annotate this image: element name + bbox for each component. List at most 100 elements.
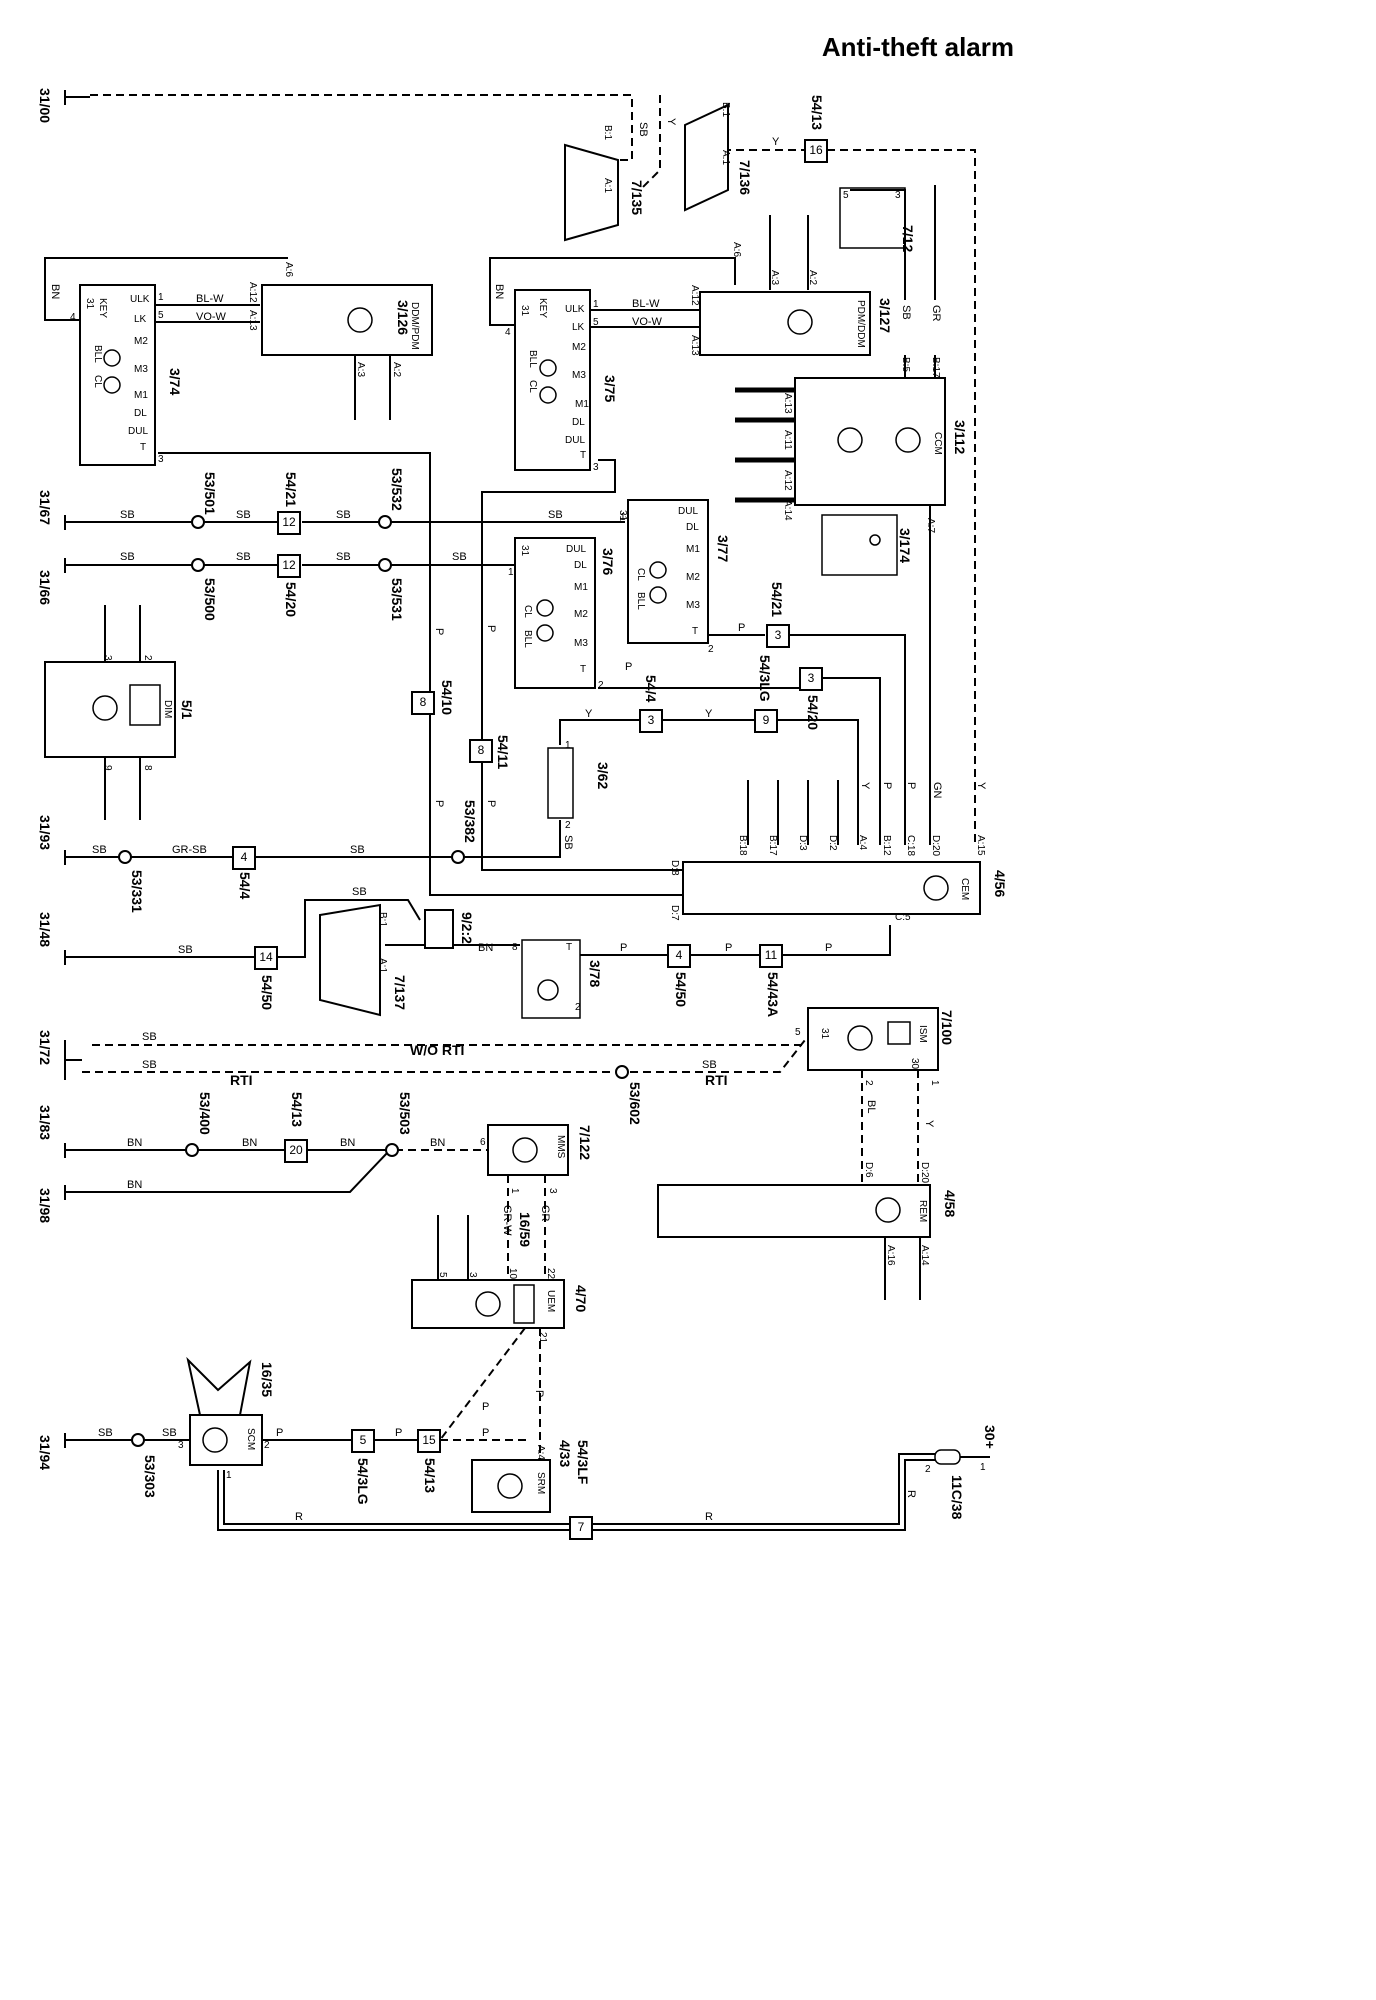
svg-text:BLL: BLL [527, 350, 538, 368]
cem-module: 4/56 CEM D:8 D:7 B:18 B:17 D:3 D:2 A:4 B… [669, 835, 1008, 923]
svg-text:P: P [485, 625, 497, 632]
svg-text:BL-W: BL-W [196, 293, 224, 305]
svg-text:P: P [905, 782, 917, 789]
svg-text:M1: M1 [575, 399, 589, 410]
svg-text:5/1: 5/1 [179, 700, 195, 720]
annotations: W/O RTI RTI RTI [230, 1042, 728, 1088]
svg-text:A:14: A:14 [919, 1245, 930, 1266]
svg-text:8: 8 [478, 743, 485, 757]
svg-text:SB: SB [637, 122, 649, 137]
svg-text:7/135: 7/135 [629, 180, 645, 215]
svg-text:B:17: B:17 [767, 835, 778, 856]
splice-53-500: 53/500 [191, 558, 218, 621]
svg-text:M2: M2 [686, 572, 700, 583]
svg-text:M2: M2 [574, 609, 588, 620]
svg-text:54/4: 54/4 [237, 872, 253, 899]
svg-text:2: 2 [142, 655, 153, 661]
svg-text:54/10: 54/10 [439, 680, 455, 715]
connector-54-21-3: 354/21 [766, 582, 790, 648]
svg-text:31/98: 31/98 [37, 1188, 53, 1223]
svg-text:53/501: 53/501 [202, 472, 218, 515]
svg-text:54/3LG: 54/3LG [355, 1458, 371, 1505]
svg-text:7/12: 7/12 [900, 225, 916, 252]
wo-rti-label: W/O RTI [410, 1042, 464, 1058]
svg-text:BL-W: BL-W [632, 298, 660, 310]
svg-text:SB: SB [562, 835, 574, 850]
svg-text:R: R [295, 1511, 303, 1523]
svg-text:11: 11 [765, 948, 778, 962]
svg-text:3/76: 3/76 [600, 548, 616, 575]
svg-text:A:13: A:13 [782, 393, 793, 414]
svg-text:7: 7 [578, 1520, 585, 1534]
svg-text:BLL: BLL [522, 630, 533, 648]
svg-text:BN: BN [478, 942, 493, 954]
ism-module: 7/100 ISM 5 31 2 30 1 [795, 1007, 955, 1086]
svg-text:1: 1 [509, 1188, 520, 1194]
svg-text:3/62: 3/62 [595, 762, 611, 789]
splice-53-532: 53/532 [378, 468, 405, 529]
svg-text:5: 5 [360, 1433, 367, 1447]
svg-text:LK: LK [572, 322, 585, 333]
svg-text:16: 16 [809, 143, 823, 157]
svg-text:A:7: A:7 [925, 518, 936, 533]
svg-text:2: 2 [925, 1464, 931, 1475]
diode-7-12: 7/12 5 3 [839, 187, 916, 252]
svg-text:KEY: KEY [97, 298, 108, 318]
svg-text:KEY: KEY [537, 298, 548, 318]
svg-text:P: P [881, 782, 893, 789]
lock-front-right-id: 3/75 [602, 375, 618, 402]
svg-text:D:6: D:6 [863, 1162, 874, 1178]
svg-text:54/13: 54/13 [809, 95, 825, 130]
svg-text:9: 9 [763, 713, 770, 727]
ground-31-48: 31/48 [37, 912, 82, 965]
svg-text:P: P [533, 1390, 545, 1397]
svg-text:GR: GR [930, 305, 942, 322]
svg-text:53/602: 53/602 [627, 1082, 643, 1125]
splice-53-331: 53/331 [118, 850, 145, 913]
svg-text:A:1: A:1 [720, 150, 731, 165]
svg-text:3/78: 3/78 [587, 960, 603, 987]
svg-text:P: P [825, 942, 832, 954]
ddm-module: 3/126 DDM/PDM A:6 A:12 A:13 A:3 A:2 [247, 262, 433, 377]
svg-text:M2: M2 [572, 342, 586, 353]
connector-54-4-4: 454/4 [232, 846, 256, 899]
svg-text:P: P [433, 800, 445, 807]
splice-53-303: 53/303 [131, 1433, 158, 1498]
svg-text:CL: CL [522, 605, 533, 618]
svg-text:A:16: A:16 [885, 1245, 896, 1266]
svg-text:DUL: DUL [565, 435, 585, 446]
svg-text:Y: Y [923, 1120, 935, 1128]
svg-text:BN: BN [127, 1179, 142, 1191]
svg-text:P: P [433, 628, 445, 635]
svg-text:SRM: SRM [535, 1472, 546, 1494]
ground-31-94: 31/94 [37, 1433, 82, 1470]
svg-text:D:2: D:2 [827, 835, 838, 851]
ground-31-72: 31/72 [37, 1030, 82, 1080]
svg-text:53/532: 53/532 [389, 468, 405, 511]
svg-text:SB: SB [178, 944, 193, 956]
svg-text:Y: Y [585, 708, 593, 720]
svg-text:54/50: 54/50 [259, 975, 275, 1010]
svg-text:P: P [276, 1427, 283, 1439]
svg-text:T: T [580, 664, 586, 675]
svg-text:M3: M3 [572, 370, 586, 381]
ddm-name: DDM/PDM [409, 302, 420, 350]
svg-text:SB: SB [98, 1427, 113, 1439]
ccm-module: 3/112 CCM B:5 B:17 A:13 A:11 A:12 A:14 A… [735, 357, 968, 533]
svg-text:1: 1 [593, 299, 599, 310]
svg-text:21: 21 [537, 1332, 548, 1344]
svg-text:D:7: D:7 [669, 905, 680, 921]
svg-text:GR: GR [539, 1205, 551, 1222]
motor-3-78: 3/78 8 T 2 [512, 939, 603, 1019]
svg-text:VO-W: VO-W [632, 316, 663, 328]
connector-54-3lg-5: 5 54/3LG [351, 1429, 375, 1505]
wiring-diagram: 3/126 DDM/PDM A:6 A:12 A:13 A:3 A:2 3/74… [37, 88, 1008, 1540]
ground-31-67: 31/67 [37, 490, 82, 530]
rti-label-right: RTI [705, 1072, 728, 1088]
connector-54-4-3: 354/4 [639, 675, 663, 733]
svg-text:A:1: A:1 [602, 178, 613, 193]
lock-front-left: 3/74 KEY ULK LK M2 M3 M1 DL DUL T BLL CL… [70, 284, 183, 466]
ddm-pin: A:12 [247, 282, 258, 303]
